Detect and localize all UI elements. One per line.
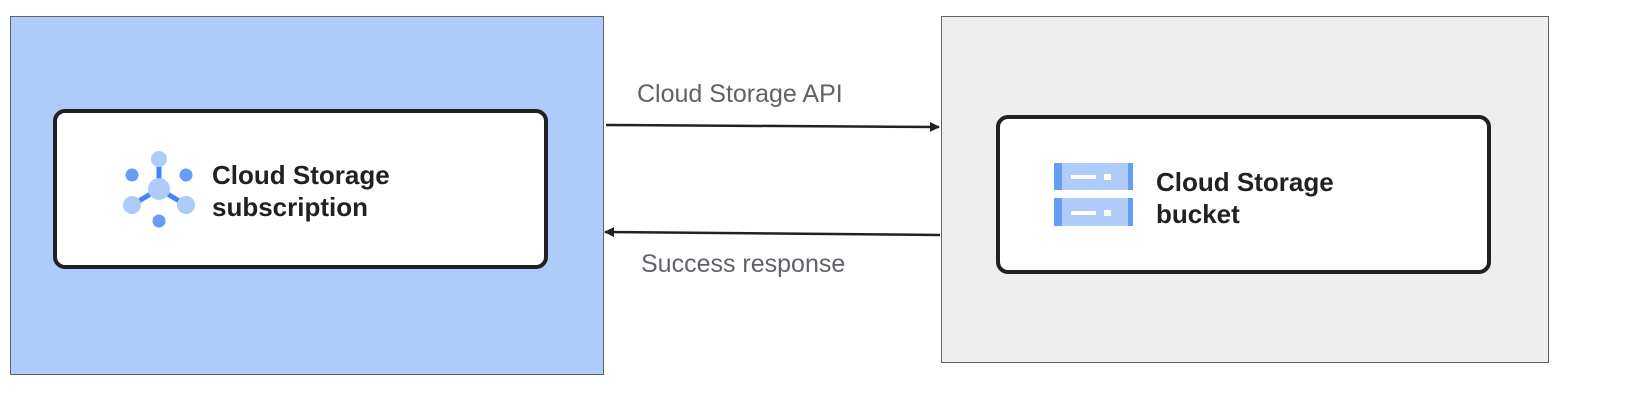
api-request-arrow (605, 121, 940, 132)
bucket-node (996, 115, 1491, 274)
subscription-node (53, 109, 548, 269)
storage-bucket-icon (1054, 163, 1133, 226)
api-request-label: Cloud Storage API (637, 80, 843, 108)
success-response-label: Success response (641, 250, 846, 278)
pubsub-hub-icon (123, 151, 195, 228)
bucket-label: Cloud Storage bucket (1156, 167, 1334, 229)
success-response-arrow (604, 227, 941, 238)
subscription-label: Cloud Storage subscription (212, 160, 390, 222)
